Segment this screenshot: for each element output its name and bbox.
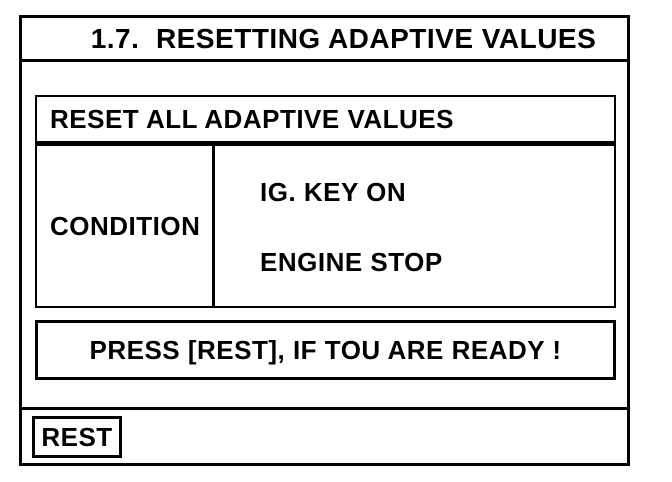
condition-label-cell: CONDITION <box>37 146 215 306</box>
condition-value-cell: IG. KEY ON ENGINE STOP <box>215 146 614 306</box>
rest-button[interactable]: REST <box>32 416 122 458</box>
condition-label: CONDITION <box>50 210 201 241</box>
condition-value-ignition: IG. KEY ON <box>260 177 407 207</box>
section-header-label: RESET ALL ADAPTIVE VALUES <box>50 103 454 134</box>
instruction-text: PRESS [REST], IF TOU ARE READY ! <box>89 334 562 365</box>
condition-value-engine: ENGINE STOP <box>260 247 443 277</box>
title-bar: 1.7. RESETTING ADAPTIVE VALUES <box>22 18 627 62</box>
page-title: 1.7. RESETTING ADAPTIVE VALUES <box>90 22 597 54</box>
section-header: RESET ALL ADAPTIVE VALUES <box>35 95 616 143</box>
button-bar: REST <box>22 407 627 463</box>
instruction-box: PRESS [REST], IF TOU ARE READY ! <box>35 320 616 380</box>
condition-table: CONDITION IG. KEY ON ENGINE STOP <box>35 143 616 308</box>
main-content: RESET ALL ADAPTIVE VALUES CONDITION IG. … <box>22 62 627 407</box>
diagnostic-screen: 1.7. RESETTING ADAPTIVE VALUES RESET ALL… <box>19 15 630 466</box>
